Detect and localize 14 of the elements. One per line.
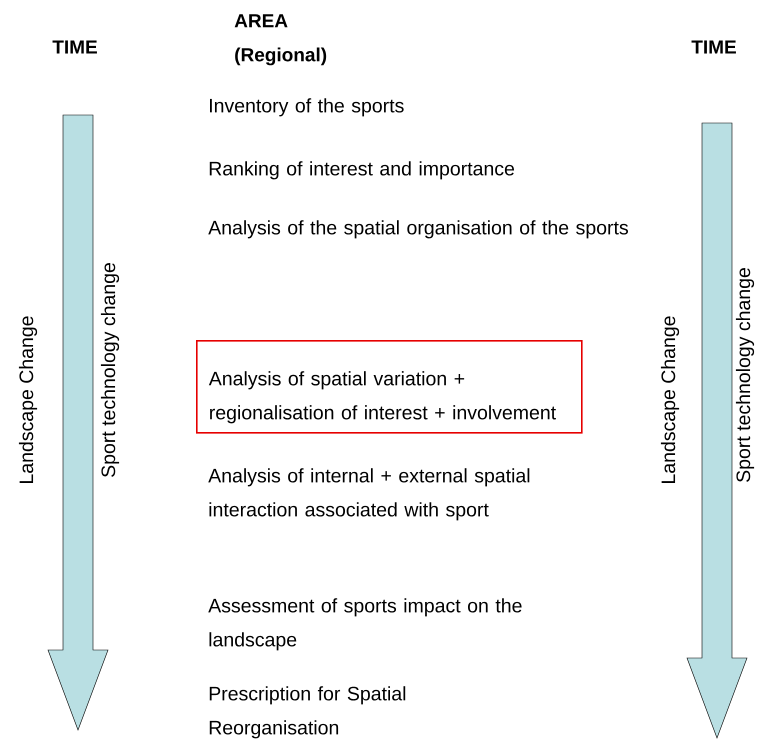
step-text: Ranking of interest and importance [210, 161, 514, 180]
column-heading: TIME [692, 40, 736, 54]
axis-label: Sport technology change [100, 263, 120, 477]
column-heading: AREA (Regional) [234, 14, 326, 66]
axis-label: Sport technology change [736, 268, 754, 482]
step-text: Inventory of the sports [210, 98, 404, 116]
step-text: Assessment of sports impact on the landscape [208, 598, 522, 650]
step-text: Analysis of the spatial organisation of the sports [208, 220, 628, 238]
step-text: Prescription for Spatial Reorganisation [210, 686, 406, 738]
highlight-box: Analysis of spatial variation + regionalisation of interest + involvement [196, 340, 583, 434]
column-heading: TIME [52, 40, 97, 54]
axis-label: Landscape Change [18, 316, 38, 483]
step-text: Analysis of internal + external spatial interaction associated with sport [208, 468, 530, 520]
axis-label: Landscape Change [660, 316, 680, 483]
